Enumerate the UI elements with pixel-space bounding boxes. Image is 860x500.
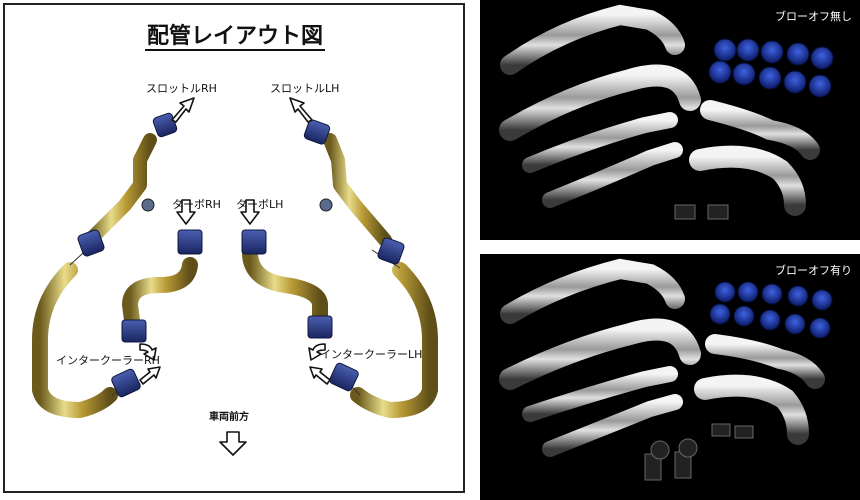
photo-label-top: ブローオフ無し — [775, 10, 852, 23]
diagram-title: 配管レイアウト図 — [144, 24, 325, 51]
label-vehicle-front: 車両前方 — [209, 412, 249, 423]
label-turbo-rh: ターボRH — [172, 198, 221, 211]
label-intercooler-lh: インタークーラーLH — [320, 348, 423, 361]
valve-fittings — [141, 198, 333, 212]
photo-label-bottom: ブローオフ有り — [775, 264, 852, 277]
label-turbo-lh: ターボLH — [236, 198, 284, 211]
product-photo-without-blowoff: ブローオフ無し — [480, 0, 860, 240]
label-throttle-lh: スロットルLH — [270, 82, 340, 95]
label-throttle-rh: スロットルRH — [146, 82, 217, 95]
direction-arrows — [139, 97, 331, 456]
rh-intercooler-pipe — [32, 133, 157, 418]
piping-diagram — [32, 97, 438, 456]
pipes-illustration-bottom — [499, 258, 833, 481]
layout-diagram-panel: 配管レイアウト図 — [3, 3, 465, 493]
product-photo-with-blowoff: ブローオフ有り — [480, 254, 860, 500]
rh-turbo-pipe — [121, 257, 198, 328]
diagram-frame — [3, 3, 465, 493]
lh-turbo-pipe — [242, 247, 328, 328]
lh-intercooler-pipe — [323, 133, 438, 418]
pipes-illustration-top — [499, 4, 834, 220]
label-intercooler-rh: インタークーラーRH — [56, 354, 160, 367]
